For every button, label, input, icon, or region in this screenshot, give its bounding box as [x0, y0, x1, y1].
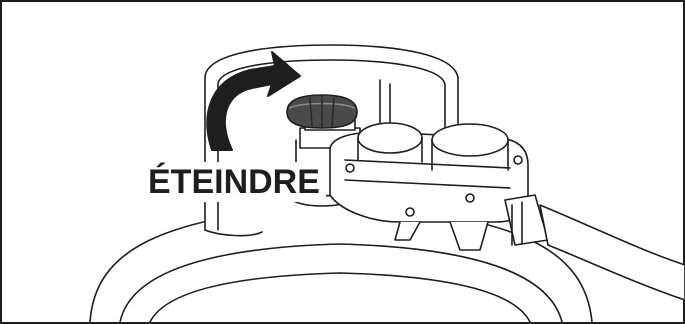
handwheel — [287, 95, 357, 128]
instruction-label: ÉTEINDRE — [146, 162, 326, 202]
